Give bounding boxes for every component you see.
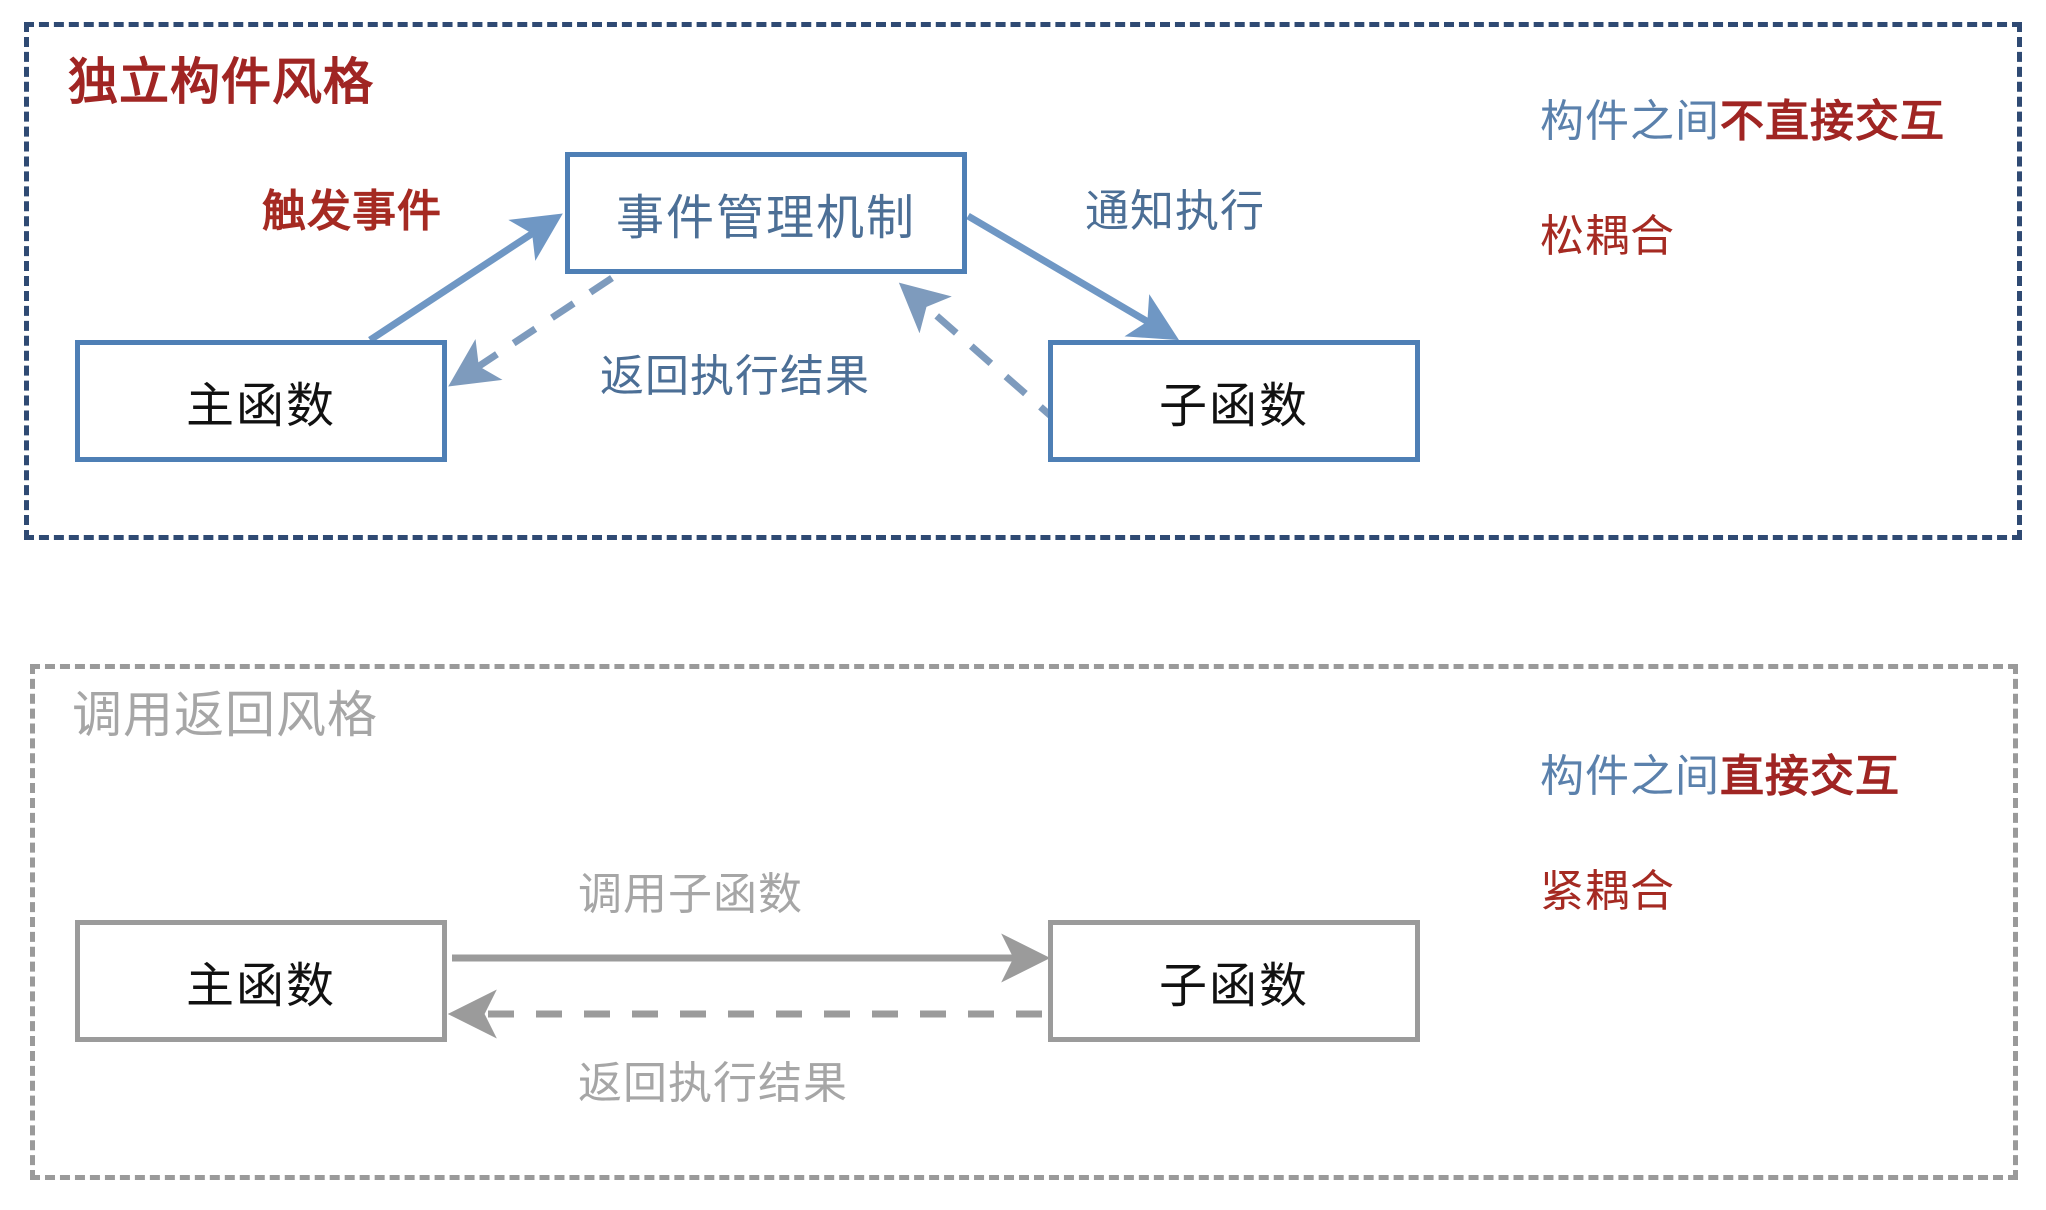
node-main-function-bottom[interactable]: 主函数: [75, 920, 447, 1042]
note-prefix: 构件之间: [1540, 752, 1720, 801]
node-label: 子函数: [1158, 960, 1309, 1013]
note-direct-interaction: 构件之间直接交互: [1540, 755, 1900, 799]
edge-label-return-result-top: 返回执行结果: [600, 352, 870, 401]
node-event-manager[interactable]: 事件管理机制: [565, 152, 967, 274]
edge-label-trigger-event: 触发事件: [262, 187, 442, 236]
panel-independent-component-style: [24, 22, 2022, 540]
note-no-direct-interaction: 构件之间不直接交互: [1540, 100, 1945, 144]
edge-label-call-sub-function: 调用子函数: [578, 870, 803, 919]
node-label: 子函数: [1158, 380, 1309, 433]
node-label: 事件管理机制: [615, 192, 916, 245]
edge-label-notify-execute: 通知执行: [1085, 187, 1265, 236]
note-emphasis: 直接交互: [1720, 752, 1900, 801]
node-main-function-top[interactable]: 主函数: [75, 340, 447, 462]
node-sub-function-bottom[interactable]: 子函数: [1048, 920, 1420, 1042]
note-emphasis: 不直接交互: [1720, 97, 1945, 146]
node-sub-function-top[interactable]: 子函数: [1048, 340, 1420, 462]
edge-label-return-result-bottom: 返回执行结果: [578, 1059, 848, 1108]
node-label: 主函数: [185, 960, 336, 1013]
node-label: 主函数: [185, 380, 336, 433]
panel-title-call-return-style: 调用返回风格: [72, 687, 378, 743]
note-loose-coupling: 松耦合: [1540, 212, 1675, 261]
note-tight-coupling: 紧耦合: [1540, 867, 1675, 916]
note-prefix: 构件之间: [1540, 97, 1720, 146]
panel-call-return-style: [30, 664, 2018, 1180]
panel-title-independent-component-style: 独立构件风格: [68, 54, 374, 110]
